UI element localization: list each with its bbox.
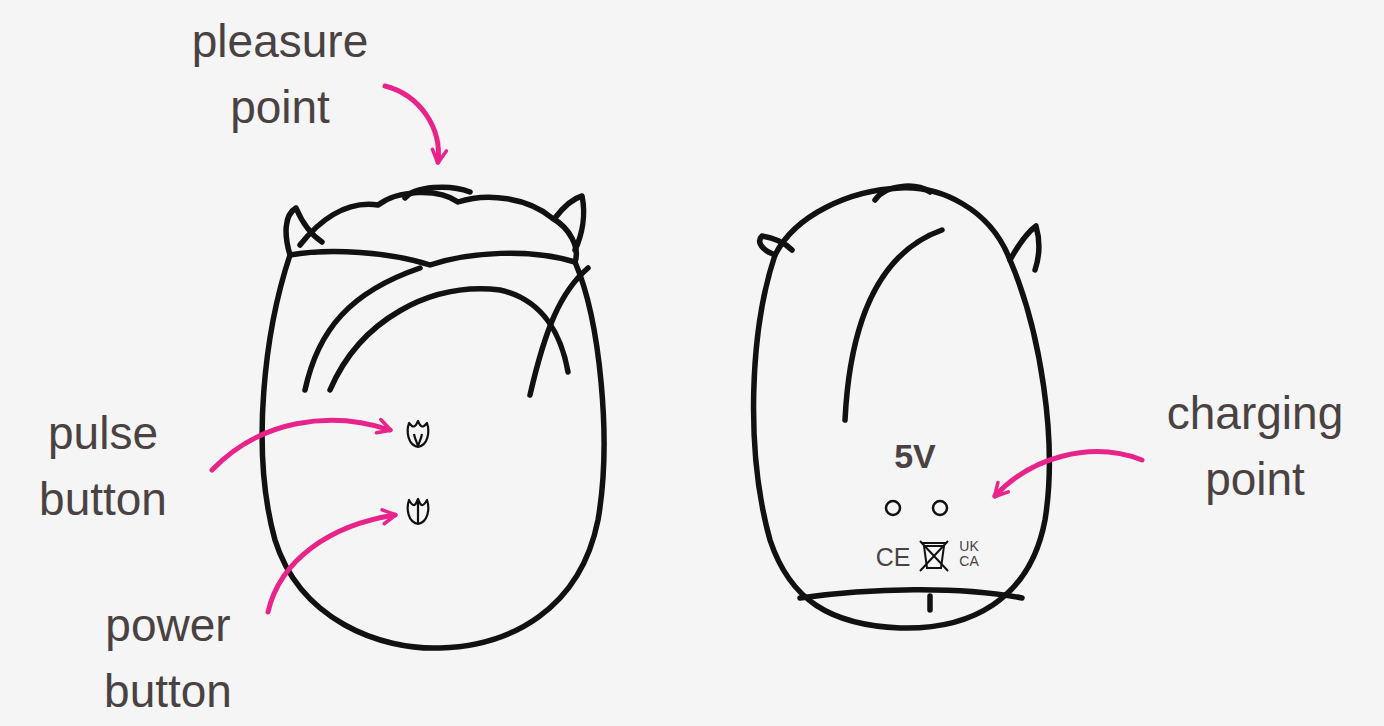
weee-bin-symbol <box>920 541 948 571</box>
voltage-marking: 5V <box>870 436 960 476</box>
button-icons <box>408 421 429 524</box>
charging-pins <box>886 501 947 515</box>
part-label: charging point <box>1130 380 1380 512</box>
leader-arrows <box>212 86 1142 612</box>
ukca-marking: UK CA <box>956 539 982 569</box>
rose-front <box>262 187 604 648</box>
ce-marking: CE <box>868 543 918 571</box>
part-label: pulse button <box>8 400 198 532</box>
part-label: pleasure point <box>160 8 400 140</box>
part-label: power button <box>73 592 263 724</box>
rose-back <box>754 186 1050 628</box>
